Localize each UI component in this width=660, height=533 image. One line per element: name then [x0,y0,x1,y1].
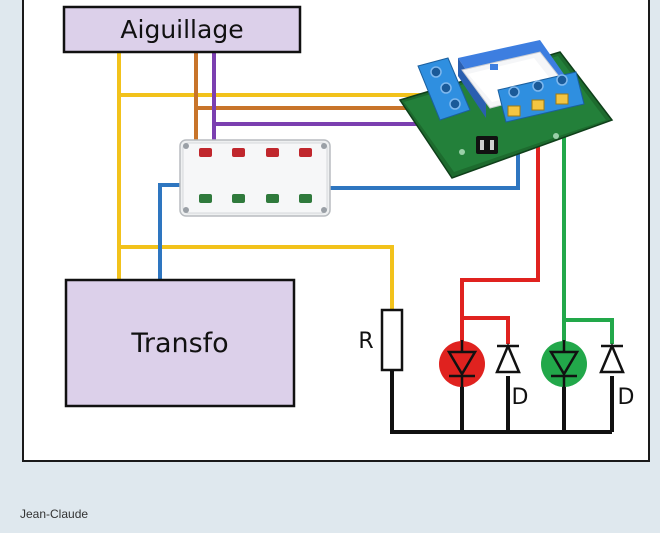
pushbutton-module [179,139,331,217]
aiguillage-box [62,5,302,54]
orange-wires [194,52,432,140]
red-wire [460,112,540,344]
aiguillage-label: Aiguillage [120,15,243,44]
yellow-wires [117,52,425,312]
black-wires [390,370,614,434]
red-led [439,340,485,388]
diode-1 [495,342,521,374]
relay-component [458,40,569,118]
diode-2-label: D [618,385,635,410]
terminal-block-left [417,57,471,121]
resistor [380,308,404,372]
diode-2 [599,342,625,374]
resistor-label: R [358,329,373,354]
relay-board [398,40,614,179]
green-led [541,340,587,388]
transfo-label: Transfo [130,328,228,359]
wiring-diagram: Aiguillage Transfo [62,5,635,434]
terminal-block-right [497,71,585,123]
transfo-box [64,278,296,408]
author-name: Jean-Claude [20,507,89,521]
red-buttons [199,148,312,157]
green-wire [562,118,614,344]
diode-1-label: D [512,385,529,410]
green-buttons [199,194,312,203]
purple-wires [212,52,440,140]
jumper-pins [476,136,498,154]
